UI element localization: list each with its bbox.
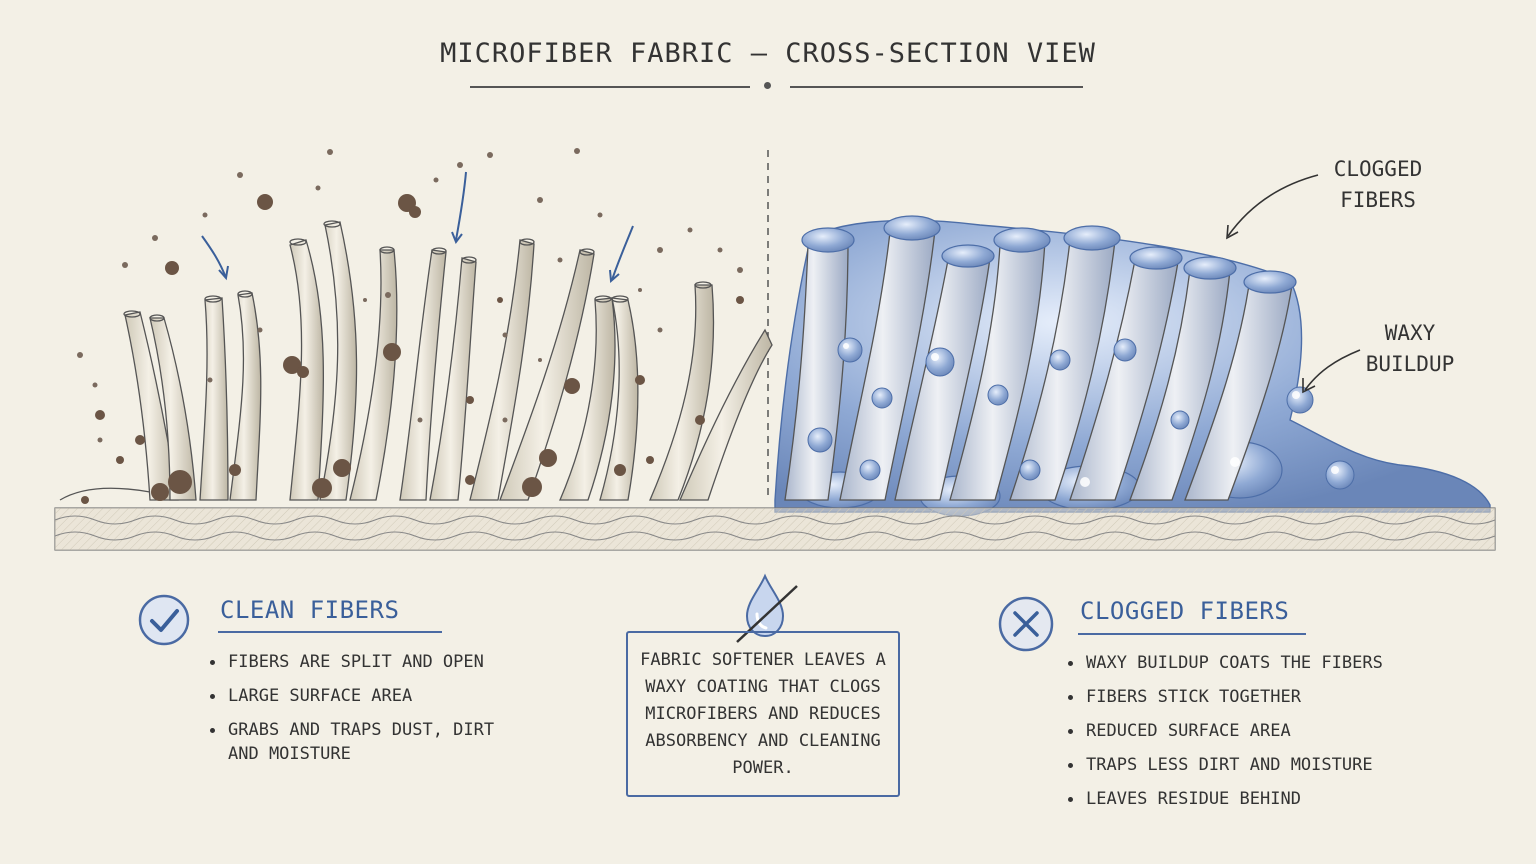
clean-panel-heading: CLEAN FIBERS: [220, 596, 399, 624]
note-text: FABRIC SOFTENER LEAVES A WAXY COATING TH…: [628, 647, 898, 782]
clogged-badge: [996, 594, 1056, 658]
list-item: LARGE SURFACE AREA: [208, 684, 528, 708]
clean-heading-rule: [218, 631, 442, 633]
label-waxy-buildup: WAXY BUILDUP: [1350, 318, 1470, 380]
list-item: FIBERS STICK TOGETHER: [1066, 685, 1426, 709]
clogged-points-list: WAXY BUILDUP COATS THE FIBERS FIBERS STI…: [1066, 651, 1426, 821]
clogged-heading-rule: [1078, 633, 1306, 635]
list-item: FIBERS ARE SPLIT AND OPEN: [208, 650, 528, 674]
fabric-base: [55, 508, 1495, 550]
check-circle-icon: [136, 592, 192, 648]
list-item: LEAVES RESIDUE BEHIND: [1066, 787, 1426, 811]
x-circle-icon: [996, 594, 1056, 654]
loose-fiber-strand: [60, 488, 150, 500]
note-box: FABRIC SOFTENER LEAVES A WAXY COATING TH…: [626, 631, 900, 797]
list-item: GRABS AND TRAPS DUST, DIRT AND MOISTURE: [208, 718, 528, 766]
blue-arrows: [202, 172, 633, 281]
clean-badge: [136, 592, 192, 652]
clean-fibers-group: [124, 221, 772, 500]
list-item: TRAPS LESS DIRT AND MOISTURE: [1066, 753, 1426, 777]
list-item: REDUCED SURFACE AREA: [1066, 719, 1426, 743]
clogged-panel-heading: CLOGGED FIBERS: [1080, 597, 1289, 625]
clean-points-list: FIBERS ARE SPLIT AND OPEN LARGE SURFACE …: [208, 650, 528, 776]
list-item: WAXY BUILDUP COATS THE FIBERS: [1066, 651, 1426, 675]
label-clogged-fibers: CLOGGED FIBERS: [1318, 154, 1438, 216]
